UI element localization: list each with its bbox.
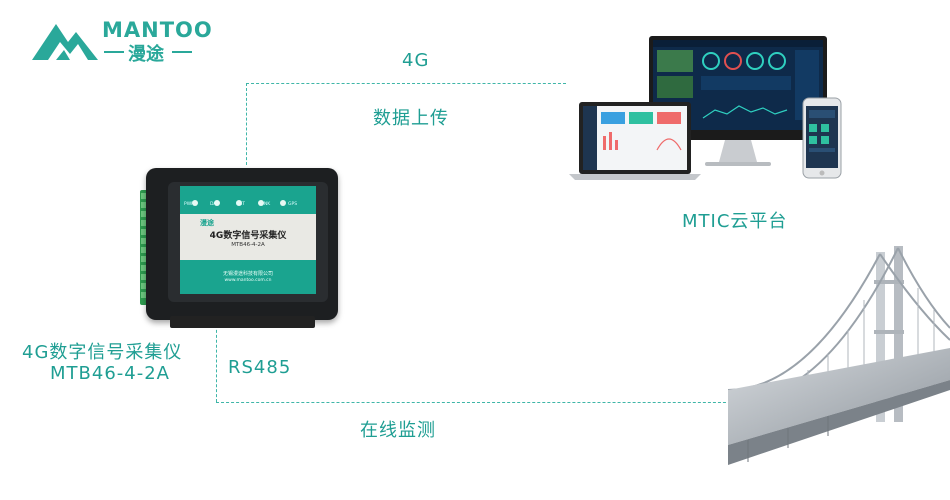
logo-rule-left — [104, 51, 124, 53]
label-rs485: RS485 — [228, 357, 292, 378]
label-device-name: 4G数字信号采集仪 — [22, 342, 183, 363]
label-online-monitor: 在线监测 — [360, 420, 436, 441]
led-label-link: LINK — [260, 202, 271, 207]
device-body: PWR DAT NET LINK GPS 漫途 4G数字信号采集仪 MTB46-… — [146, 168, 338, 320]
led-label-pwr: PWR — [184, 202, 195, 207]
led-pwr-icon — [192, 200, 198, 206]
device-leds — [184, 191, 294, 210]
brand-name-en: MANTOO — [102, 18, 213, 42]
led-label-net: NET — [236, 202, 245, 207]
led-link-icon — [258, 200, 264, 206]
led-net-icon — [236, 200, 242, 206]
device-face-brand: 漫途 — [200, 219, 214, 227]
connector-rs485-vertical — [216, 320, 217, 402]
platform-devices-illustration — [565, 36, 845, 184]
label-device-model: MTB46-4-2A — [50, 363, 170, 384]
device-face-panel: PWR DAT NET LINK GPS 漫途 4G数字信号采集仪 MTB46-… — [180, 186, 316, 294]
device-bottom-stripe: 无锡漫途科技有限公司 www.mantoo.com.cn — [180, 260, 316, 294]
device-mount-foot — [170, 316, 315, 328]
led-label-gps: GPS — [288, 202, 298, 207]
logo-rule-right — [172, 51, 192, 53]
device-led-stripe: PWR DAT NET LINK GPS — [180, 186, 316, 214]
label-4g: 4G — [402, 50, 430, 71]
terminal-block — [140, 190, 150, 305]
device-face-title: 4G数字信号采集仪 — [209, 231, 287, 241]
brand-logo: MANTOO 漫途 — [30, 14, 212, 65]
device-face-company: 无锡漫途科技有限公司 — [222, 271, 273, 277]
device-face-model: MTB46-4-2A — [231, 242, 265, 248]
led-gps-icon — [280, 200, 286, 206]
brand-name-cn: 漫途 — [128, 44, 164, 65]
mountain-logo-icon — [32, 24, 98, 60]
bridge-illustration — [727, 240, 950, 465]
connector-rs485-horizontal — [216, 402, 736, 403]
label-data-upload: 数据上传 — [373, 108, 449, 129]
connector-4g-horizontal — [246, 83, 566, 84]
connector-4g-vertical — [246, 83, 247, 165]
led-dat-icon — [214, 200, 220, 206]
label-platform: MTIC云平台 — [682, 211, 788, 232]
data-collector-device: PWR DAT NET LINK GPS 漫途 4G数字信号采集仪 MTB46-… — [140, 160, 345, 330]
led-label-dat: DAT — [210, 202, 219, 207]
device-face-url: www.mantoo.com.cn — [224, 278, 272, 283]
